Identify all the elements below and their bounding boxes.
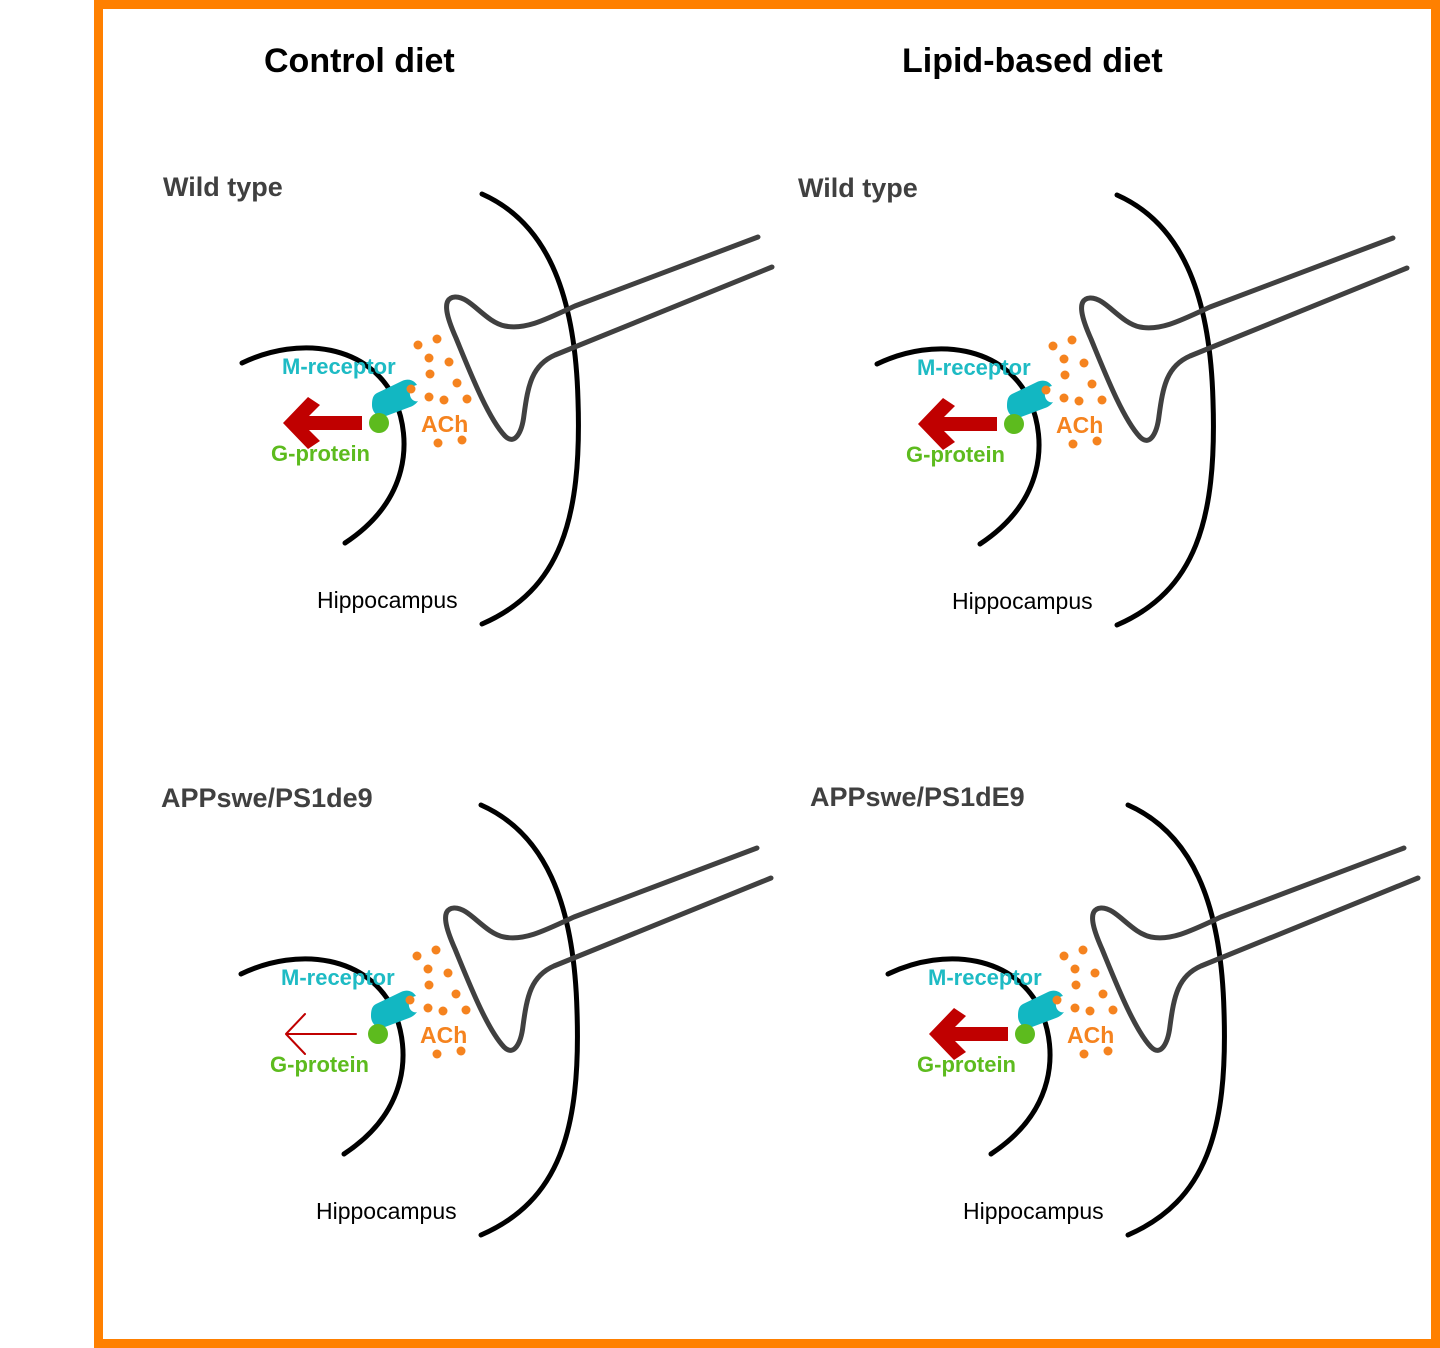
column-title-lipid: Lipid-based diet [902, 42, 1163, 80]
m-receptor-label: M-receptor [917, 355, 1031, 380]
panel-control-wildtype: Wild typeM-receptorAChG-proteinHippocamp… [163, 172, 772, 624]
panel-genotype-label: Wild type [798, 173, 918, 203]
ach-label: ACh [1056, 412, 1103, 438]
synapse-drawing [888, 805, 1418, 1235]
hippocampus-label: Hippocampus [317, 587, 458, 613]
panel-lipid-appswe: APPswe/PS1dE9M-receptorAChG-proteinHippo… [810, 782, 1418, 1235]
g-protein-label: G-protein [917, 1052, 1016, 1077]
synapse-drawing [241, 805, 771, 1235]
panel-genotype-label: Wild type [163, 172, 283, 202]
g-protein-label: G-protein [270, 1052, 369, 1077]
orange-frame [94, 0, 1440, 1348]
m-receptor-label: M-receptor [282, 354, 396, 379]
hippocampus-label: Hippocampus [952, 588, 1093, 614]
g-protein-label: G-protein [906, 442, 1005, 467]
column-title-control: Control diet [264, 42, 455, 80]
synapse-drawing [877, 195, 1407, 625]
hippocampus-label: Hippocampus [963, 1198, 1104, 1224]
panel-control-appswe: APPswe/PS1de9M-receptorAChG-proteinHippo… [161, 783, 771, 1235]
g-protein-label: G-protein [271, 441, 370, 466]
synapse-drawing [242, 194, 772, 624]
ach-label: ACh [421, 411, 468, 437]
panel-lipid-wildtype: Wild typeM-receptorAChG-proteinHippocamp… [798, 173, 1407, 625]
ach-label: ACh [1067, 1022, 1114, 1048]
hippocampus-label: Hippocampus [316, 1198, 457, 1224]
weak-signal-arrow-icon [285, 1013, 357, 1055]
panel-genotype-label: APPswe/PS1de9 [161, 783, 373, 813]
m-receptor-label: M-receptor [281, 965, 395, 990]
ach-label: ACh [420, 1022, 467, 1048]
panel-genotype-label: APPswe/PS1dE9 [810, 782, 1025, 812]
m-receptor-label: M-receptor [928, 965, 1042, 990]
